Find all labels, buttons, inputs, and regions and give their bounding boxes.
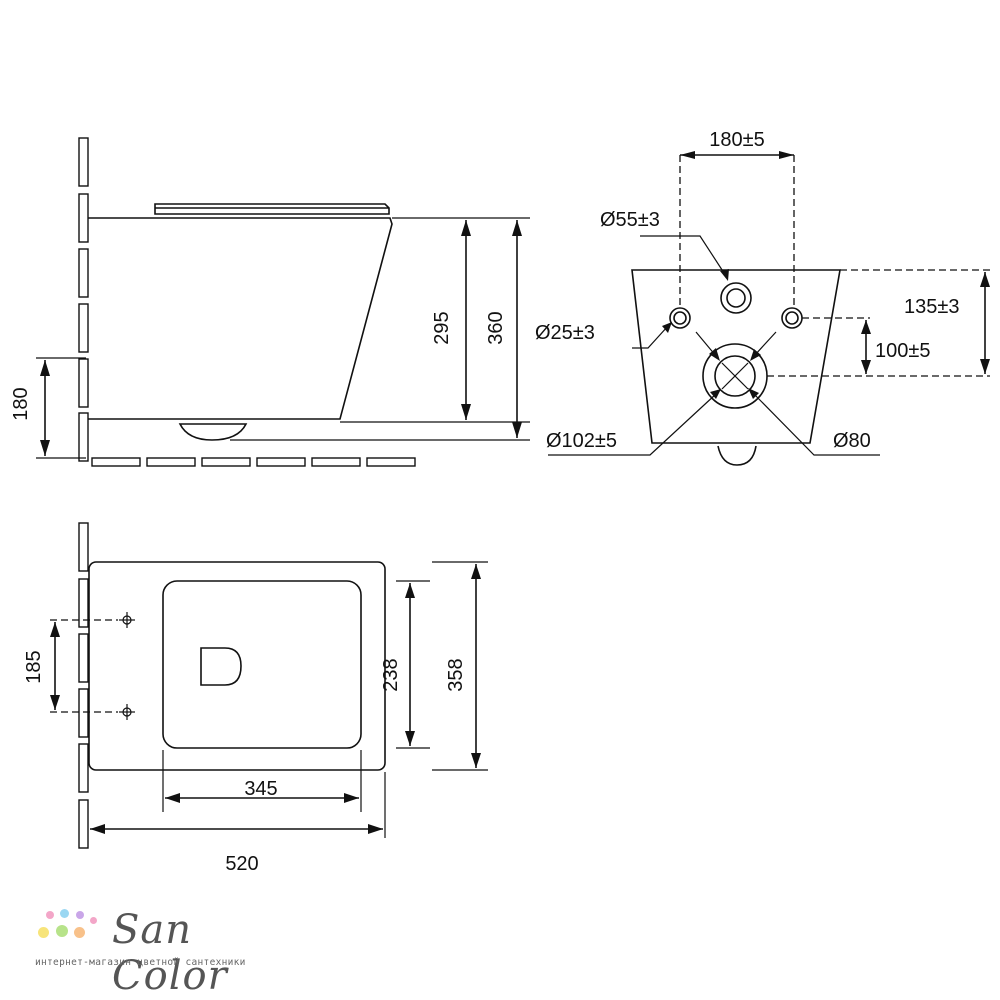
logo-dot — [76, 911, 84, 919]
bowl-bottom-side — [178, 423, 248, 441]
dim-360: 360 — [485, 311, 507, 344]
dim-d25-3: Ø25±3 — [535, 322, 595, 344]
dim-d80: Ø80 — [833, 430, 871, 452]
dim-d102-5: Ø102±5 — [546, 430, 617, 452]
brand-name: San Color — [112, 907, 228, 999]
brand-logo: San Color интернет-магазин цветной санте… — [30, 905, 280, 999]
logo-dot — [90, 917, 97, 924]
outlet-inner — [714, 355, 756, 397]
seat-lid — [154, 203, 390, 215]
bowl-inner-top — [162, 580, 362, 749]
dim-295: 295 — [431, 311, 453, 344]
flush-opening — [200, 647, 242, 686]
bowl-bottom-rear — [717, 445, 757, 466]
dim-100-5: 100±5 — [875, 340, 930, 362]
logo-dot — [74, 927, 85, 938]
bowl-body-rear — [631, 269, 841, 444]
stud-hole-right — [781, 307, 803, 329]
top-view: 185 238 358 345 520 — [23, 522, 488, 875]
dim-238: 238 — [380, 658, 402, 691]
bowl-outline-top — [88, 561, 386, 771]
dim-180-side: 180 — [10, 387, 32, 420]
stud-hole-left — [669, 307, 691, 329]
logo-dot — [56, 925, 68, 937]
dim-180-5: 180±5 — [709, 129, 764, 151]
stud-mark-bottom — [119, 704, 135, 720]
side-view-floor — [91, 457, 416, 467]
dim-358: 358 — [445, 658, 467, 691]
dim-345: 345 — [244, 778, 277, 800]
side-view: 295 360 180 — [10, 137, 530, 467]
dim-520: 520 — [225, 853, 258, 875]
brand-tagline: интернет-магазин цветной сантехники — [35, 957, 246, 968]
dim-185: 185 — [23, 650, 45, 683]
bowl-body-side — [88, 217, 393, 420]
stud-mark-top — [119, 612, 135, 628]
dim-d55-3: Ø55±3 — [600, 209, 660, 231]
logo-dot — [60, 909, 69, 918]
rear-view: 180±5 Ø55±3 Ø25±3 135±3 100±5 Ø102±5 Ø80 — [535, 129, 990, 466]
side-view-wall — [78, 137, 89, 462]
inlet-hole — [720, 282, 752, 314]
top-view-wall — [78, 522, 89, 849]
dim-135-3: 135±3 — [904, 296, 959, 318]
logo-dot — [38, 927, 49, 938]
logo-dot — [46, 911, 54, 919]
